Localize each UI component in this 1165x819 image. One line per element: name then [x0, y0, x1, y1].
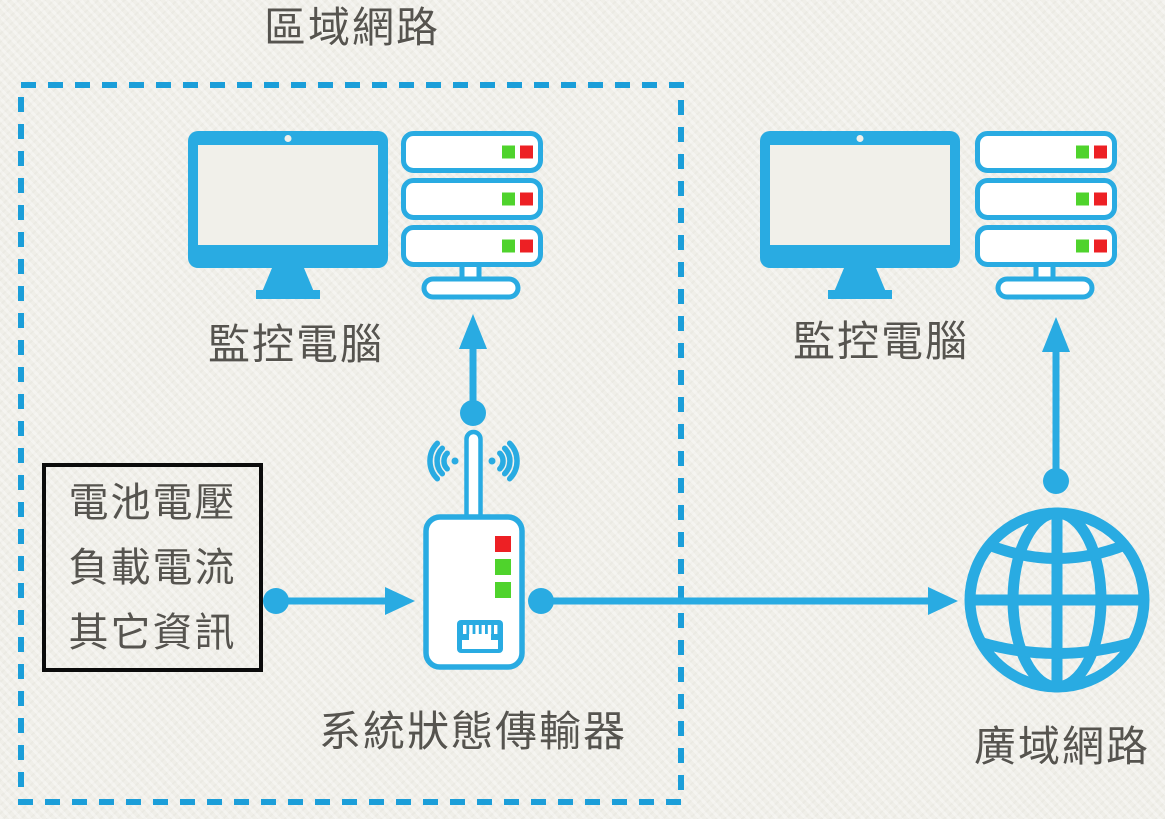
- info-line: 電池電壓: [68, 480, 237, 525]
- lan-monitor-icon: [188, 131, 388, 299]
- globe-label: 廣域網路: [973, 725, 1151, 771]
- wifi-waves-icon: [427, 440, 520, 482]
- arrow-box-to-transmitter: [263, 587, 415, 615]
- wan-monitor-icon: [760, 131, 960, 299]
- globe-icon: [964, 507, 1150, 693]
- arrow-transmitter-to-server: [459, 314, 487, 426]
- status-led-green: [495, 582, 511, 598]
- info-line: 其它資訊: [68, 610, 237, 655]
- lan-title-label: 區域網路: [263, 6, 441, 52]
- info-line: 負載電流: [68, 545, 237, 590]
- lan-monitor-label: 監控電腦: [207, 323, 385, 369]
- arrow-globe-to-server: [1042, 317, 1070, 494]
- wan-monitor-label: 監控電腦: [792, 320, 970, 366]
- info-box: 電池電壓 負載電流 其它資訊: [42, 463, 263, 672]
- lan-boundary-box: [18, 82, 684, 805]
- transmitter-status-leds: [495, 536, 511, 598]
- transmitter-label: 系統狀態傳輸器: [318, 710, 628, 756]
- status-led-green: [495, 559, 511, 575]
- wifi-transmitter-icon: [423, 429, 525, 670]
- lan-server-icon: [404, 134, 541, 298]
- status-led-red: [495, 536, 511, 552]
- wan-server-icon: [978, 134, 1115, 298]
- ethernet-port-icon: [457, 620, 503, 653]
- arrow-transmitter-to-globe: [528, 587, 958, 615]
- antenna: [464, 429, 483, 527]
